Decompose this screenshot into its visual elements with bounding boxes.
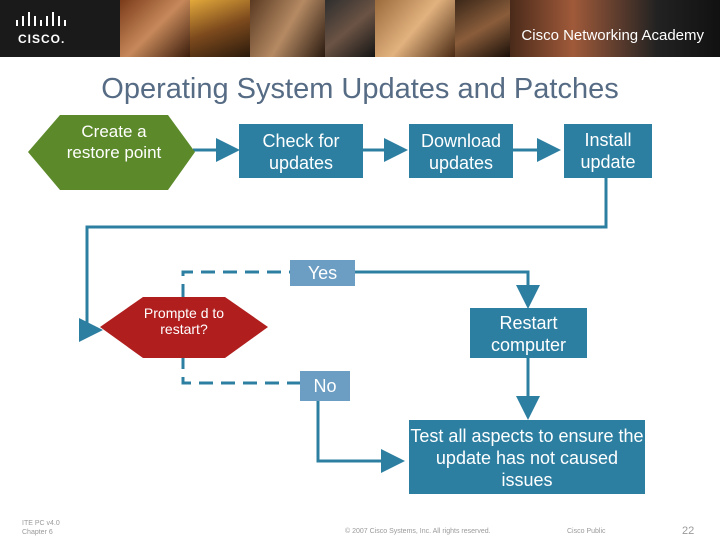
page-title: Operating System Updates and Patches (101, 73, 619, 105)
check-updates-box: Check for updates (239, 124, 363, 178)
restore-point-label: Create a restore point (66, 122, 162, 162)
banner-photo-3 (250, 0, 325, 57)
restore-point-shape (28, 115, 195, 190)
connector-no-test (316, 401, 405, 473)
test-update-box: Test all aspects to ensure the update ha… (409, 420, 645, 494)
prompted-decision-shape (100, 297, 268, 358)
banner-photo-6 (455, 0, 510, 57)
prompted-decision-label: Prompte d to restart? (143, 305, 225, 337)
header-banner: CISCO. Cisco Networking Academy (0, 0, 720, 57)
page-number: 22 (682, 525, 695, 537)
connector-yes-restart (355, 270, 540, 309)
yes-label: Yes (290, 260, 355, 286)
banner-photo-2 (190, 0, 250, 57)
footer-course: ITE PC v4.0 (22, 520, 60, 527)
connector-install-prompted (79, 177, 608, 342)
cisco-logo-icon (16, 12, 66, 26)
footer-classification: Cisco Public (567, 528, 606, 535)
connector-no (181, 355, 300, 385)
footer-copyright: © 2007 Cisco Systems, Inc. All rights re… (345, 528, 491, 535)
download-updates-box: Download updates (409, 124, 513, 178)
restart-computer-box: Restart computer (470, 308, 587, 358)
no-label: No (300, 371, 350, 401)
banner-photo-1 (120, 0, 190, 57)
cisco-logo-text: CISCO. (18, 32, 66, 46)
banner-photo-7 (510, 0, 720, 57)
banner-photo-5 (375, 0, 455, 57)
connector-yes (181, 270, 290, 298)
banner-photo-4 (325, 0, 375, 57)
networking-academy-logo: Cisco Networking Academy (521, 27, 704, 44)
install-update-box: Install update (564, 124, 652, 178)
footer-chapter: Chapter 6 (22, 529, 53, 536)
